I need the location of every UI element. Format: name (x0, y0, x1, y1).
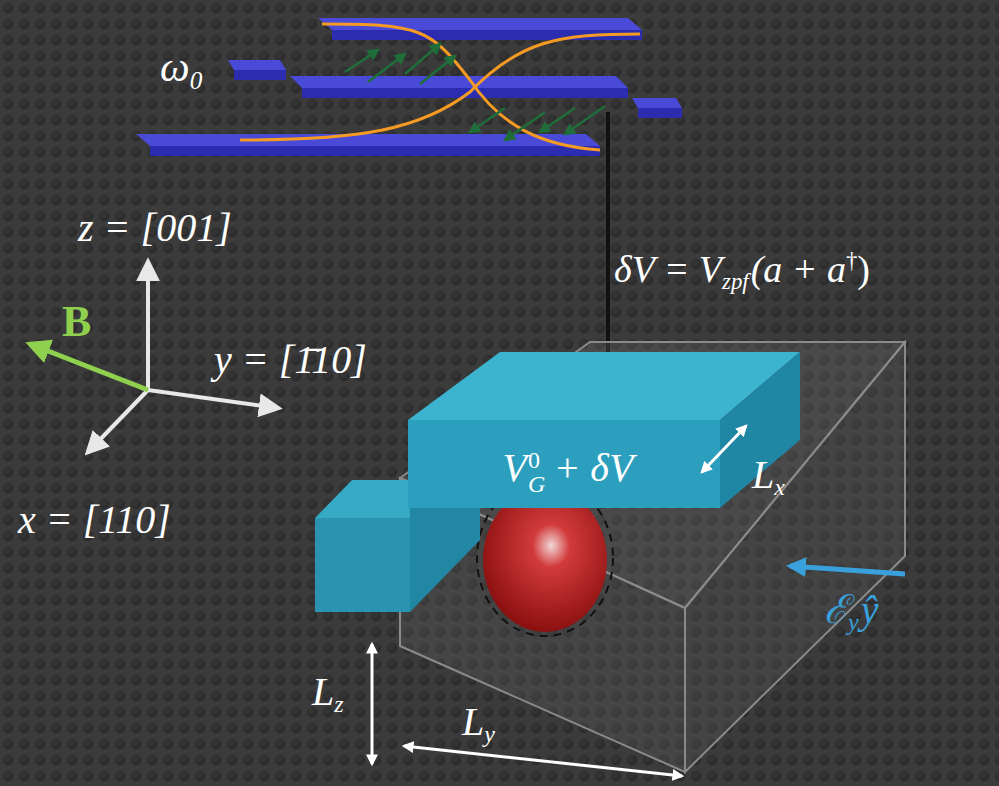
dimension-label: Lz (312, 672, 346, 716)
label-text: z (334, 691, 343, 717)
resonator (136, 18, 682, 156)
quantum-dot (483, 488, 607, 632)
node-text: 0 (528, 448, 545, 472)
efield-label: ℰyŷ (824, 590, 878, 634)
dimension-label: Ly (462, 702, 497, 746)
field-arrow (30, 344, 148, 390)
label-text: z = [001] (78, 205, 232, 250)
label-text: 0 (190, 67, 203, 94)
dimension-label: Lx (752, 455, 787, 499)
axis-label: x = [110] (18, 500, 171, 540)
axis-label: y = [1̄10] (214, 340, 367, 380)
label-text: ŷ (861, 587, 879, 632)
node-text: V (503, 445, 527, 490)
gate-block: V0G+ δV (503, 448, 634, 496)
label-text: x (774, 474, 785, 500)
label-text: y = [1̄10] (214, 337, 367, 382)
label-text: ω (160, 44, 190, 90)
label-text: zpf (722, 269, 749, 294)
node-text: G (528, 472, 545, 496)
efield-arrow (790, 566, 905, 574)
label-text: y (848, 609, 859, 635)
frequency-label: ω0 (160, 46, 204, 93)
script-stack: 0G (528, 448, 545, 496)
label-text: y (484, 721, 495, 747)
label-text: L (752, 452, 774, 497)
label-text: L (462, 699, 484, 744)
voltage-label: δV = Vzpf(a + a†) (614, 250, 870, 294)
label-text: B (62, 297, 91, 346)
label-text: ℰ (824, 587, 848, 632)
dimension-arrows (372, 426, 746, 776)
gate (315, 352, 800, 612)
label-text: x = [110] (18, 497, 171, 542)
field-label: B (62, 300, 91, 344)
label-text: ) (857, 248, 870, 290)
label-text: δV = V (614, 248, 722, 290)
label-text: † (846, 248, 857, 273)
axis-label: z = [001] (78, 208, 232, 248)
label-text: (a + a (751, 248, 846, 290)
label-text: L (312, 669, 334, 714)
substrate-box (400, 342, 905, 772)
node-text: + δV (553, 445, 633, 490)
